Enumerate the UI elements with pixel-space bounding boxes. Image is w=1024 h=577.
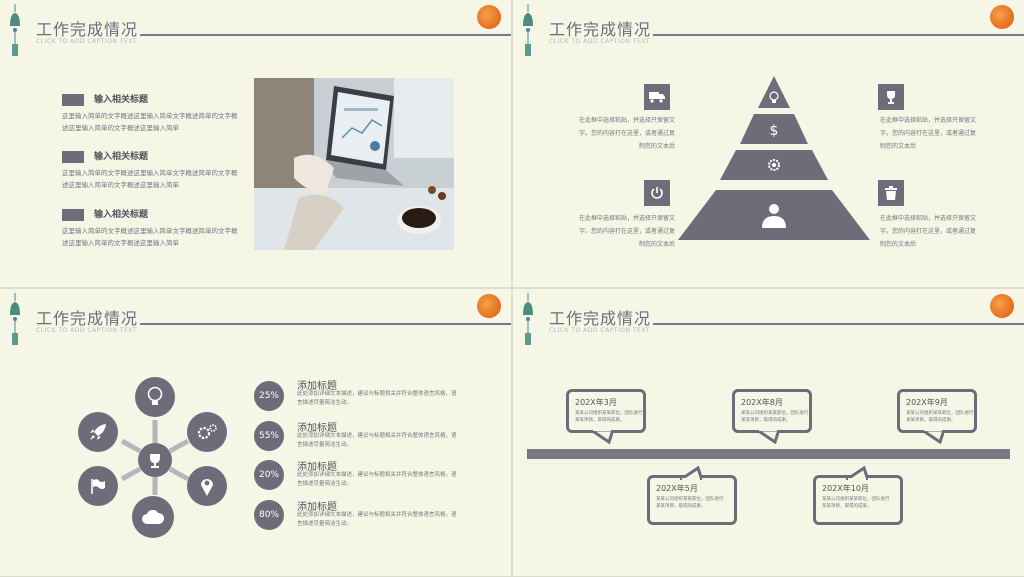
laptop-photo (254, 78, 454, 250)
pyramid-chart: $ (678, 76, 870, 240)
lightbulb-icon (769, 91, 779, 103)
slide-3[interactable]: 工作完成情况 CLICK TO ADD CAPTION TEXT 25% 添加标… (0, 289, 511, 576)
trash-icon (878, 180, 904, 206)
event-description: 某某公司组织某某职位，团队进行某某项目，取得的成果。 (656, 497, 724, 509)
sun-decoration (477, 5, 501, 29)
item-heading: 添加标题 (297, 462, 337, 473)
percent-badge: 55% (254, 421, 284, 451)
title-divider (653, 323, 1024, 325)
list-item: 输入相关标题 这里输入简单的文字概述这里输入简单文字概述简单的文字概述这里输入简… (62, 92, 242, 142)
event-description: 某某公司组织某某职位，团队进行某某项目，取得的成果。 (822, 497, 890, 509)
event-date: 202X年8月 (741, 398, 783, 407)
event-date: 202X年5月 (656, 484, 698, 493)
timeline-event: 202X年9月 某某公司组织某某职位，团队进行某某项目，取得的成果。 (897, 389, 977, 444)
event-date: 202X年9月 (906, 398, 948, 407)
text-block: 在此框中选择粘贴，并选择只保留文字。您的内容打在这里，或者通过复制您的文本后 (578, 117, 675, 150)
event-date: 202X年10月 (822, 484, 869, 493)
timeline-event: 202X年10月 某某公司组织某某职位，团队进行某某项目，取得的成果。 (813, 466, 903, 525)
slide-1[interactable]: 工作完成情况 CLICK TO ADD CAPTION TEXT 输入相关标题 … (0, 0, 511, 287)
rocket-icon (78, 412, 118, 452)
timeline-event: 202X年3月 某某公司组织某某职位，团队进行某某项目，取得的成果。 (566, 389, 646, 444)
page-subtitle: CLICK TO ADD CAPTION TEXT (549, 327, 650, 334)
page-title: 工作完成情况 (36, 20, 139, 39)
item-heading: 添加标题 (297, 381, 337, 392)
gears-icon (187, 412, 227, 452)
event-description: 某某公司组织某某职位，团队进行某某项目，取得的成果。 (575, 411, 643, 423)
bell-icon (10, 4, 20, 56)
truck-icon (644, 84, 670, 110)
item-description: 此处添加详细文本描述，建议与标题相关并符合整体语言风格，语言描述尽量简洁生动。 (297, 433, 457, 448)
item-heading: 输入相关标题 (94, 152, 149, 162)
trophy-icon (878, 84, 904, 110)
percent-badge: 25% (254, 381, 284, 411)
text-block: 在此框中选择粘贴，并选择只保留文字。您的内容打在这里，或者通过复制您的文本后 (880, 215, 977, 248)
dollar-icon: $ (770, 123, 779, 139)
bell-icon (523, 293, 533, 345)
lightbulb-icon (135, 377, 175, 417)
timeline-event: 202X年8月 某某公司组织某某职位，团队进行某某项目，取得的成果。 (732, 389, 812, 444)
title-divider (140, 34, 511, 36)
trophy-icon (150, 454, 160, 468)
event-description: 某某公司组织某某职位，团队进行某某项目，取得的成果。 (906, 411, 974, 423)
timeline-bar (527, 449, 1010, 459)
bullet-bar (62, 151, 84, 163)
item-description: 此处添加详细文本描述，建议与标题相关并符合整体语言风格，语言描述尽量简洁生动。 (297, 391, 457, 406)
slide-2[interactable]: 工作完成情况 CLICK TO ADD CAPTION TEXT 在此框中选择粘… (513, 0, 1024, 287)
event-date: 202X年3月 (575, 398, 617, 407)
bullet-bar (62, 94, 84, 106)
sun-decoration (990, 5, 1014, 29)
map-pin-icon (187, 466, 227, 506)
percent-badge: 20% (254, 460, 284, 490)
text-block: 在此框中选择粘贴，并选择只保留文字。您的内容打在这里，或者通过复制您的文本后 (578, 215, 675, 248)
page-title: 工作完成情况 (36, 309, 139, 328)
event-description: 某某公司组织某某职位，团队进行某某项目，取得的成果。 (741, 411, 809, 423)
item-description: 此处添加详细文本描述，建议与标题相关并符合整体语言风格，语言描述尽量简洁生动。 (297, 512, 457, 527)
title-divider (140, 323, 511, 325)
item-heading: 输入相关标题 (94, 210, 149, 220)
list-item: 输入相关标题 这里输入简单的文字概述这里输入简单文字概述简单的文字概述这里输入简… (62, 149, 242, 199)
sun-decoration (990, 294, 1014, 318)
gear-icon (768, 159, 780, 171)
hub-diagram (120, 420, 190, 495)
page-subtitle: CLICK TO ADD CAPTION TEXT (36, 38, 137, 45)
item-heading: 添加标题 (297, 423, 337, 434)
item-description: 这里输入简单的文字概述这里输入简单文字概述简单的文字概述这里输入简单的文字概述这… (62, 112, 238, 132)
slide-4[interactable]: 工作完成情况 CLICK TO ADD CAPTION TEXT 202X年3月… (513, 289, 1024, 576)
cloud-icon (132, 496, 174, 538)
item-description: 这里输入简单的文字概述这里输入简单文字概述简单的文字概述这里输入简单的文字概述这… (62, 169, 238, 189)
page-title: 工作完成情况 (549, 20, 652, 39)
item-description: 这里输入简单的文字概述这里输入简单文字概述简单的文字概述这里输入简单的文字概述这… (62, 227, 238, 247)
text-block: 在此框中选择粘贴，并选择只保留文字。您的内容打在这里，或者通过复制您的文本后 (880, 117, 977, 150)
timeline-event: 202X年5月 某某公司组织某某职位，团队进行某某项目，取得的成果。 (647, 466, 737, 525)
page-subtitle: CLICK TO ADD CAPTION TEXT (549, 38, 650, 45)
bell-icon (523, 4, 533, 56)
sun-decoration (477, 294, 501, 318)
title-divider (653, 34, 1024, 36)
item-description: 此处添加详细文本描述，建议与标题相关并符合整体语言风格，语言描述尽量简洁生动。 (297, 472, 457, 487)
percent-badge: 80% (254, 500, 284, 530)
flag-icon (78, 466, 118, 506)
page-subtitle: CLICK TO ADD CAPTION TEXT (36, 327, 137, 334)
bell-icon (10, 293, 20, 345)
user-icon (762, 204, 786, 228)
power-icon (644, 180, 670, 206)
list-item: 输入相关标题 这里输入简单的文字概述这里输入简单文字概述简单的文字概述这里输入简… (62, 207, 242, 257)
bullet-bar (62, 209, 84, 221)
item-heading: 添加标题 (297, 502, 337, 513)
item-heading: 输入相关标题 (94, 95, 149, 105)
page-title: 工作完成情况 (549, 309, 652, 328)
